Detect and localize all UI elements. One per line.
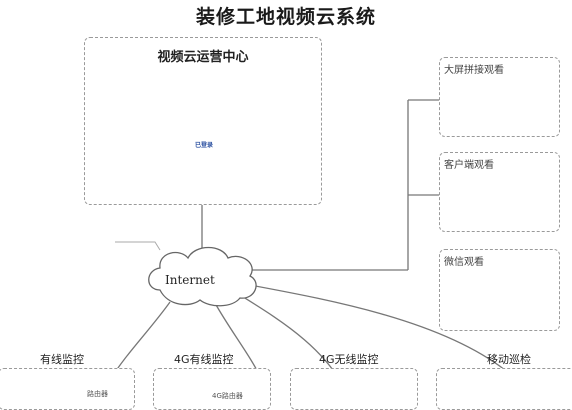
link-mobile (249, 284, 506, 371)
internet-cloud-icon (148, 246, 257, 307)
wechat-label: 微信观看 (444, 257, 484, 268)
wechat-panel: 微信观看 (439, 249, 560, 331)
4g-wired-label: 4G有线监控 (174, 353, 234, 366)
4g-router-label: 4G路由器 (212, 392, 243, 400)
server-logo-text: 已登录 (195, 142, 214, 149)
operation-center-title: 视频云运营中心 (157, 50, 249, 65)
internet-label: Internet (165, 273, 215, 287)
video-wall-label: 大屏拼接观看 (444, 65, 504, 76)
client-label: 客户端观看 (444, 160, 494, 171)
video-wall-panel: 大屏拼接观看 (439, 57, 560, 137)
wired-router-label: 路由器 (87, 390, 108, 398)
mobile-patrol-box (436, 368, 572, 410)
4g-wireless-box (290, 368, 418, 410)
operation-center-box: 视频云运营中心 (84, 37, 322, 205)
4g-wired-box: 4G路由器 (153, 368, 271, 410)
page-title: 装修工地视频云系统 (195, 6, 376, 28)
wired-box: 路由器 (0, 368, 135, 410)
left-stub-line (115, 241, 161, 251)
client-panel: 客户端观看 (439, 152, 560, 232)
4g-wireless-label: 4G无线监控 (319, 353, 379, 366)
wired-label: 有线监控 (40, 353, 84, 366)
mobile-patrol-label: 移动巡检 (487, 353, 531, 366)
